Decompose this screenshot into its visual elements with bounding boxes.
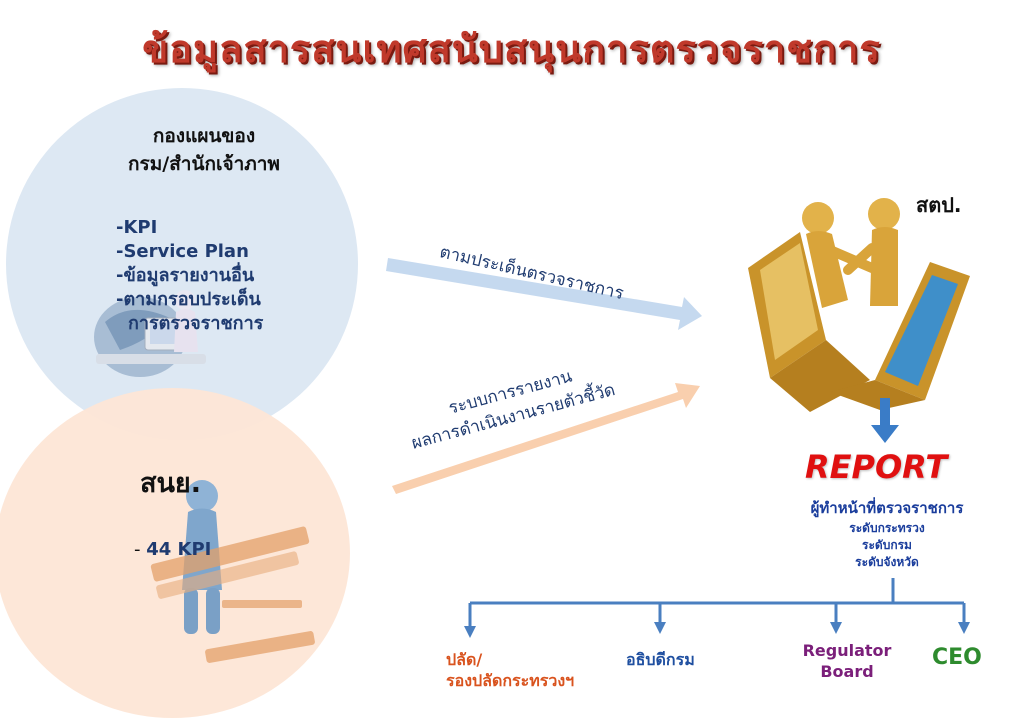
top-heading-line1: กองแผนของ [152, 125, 256, 147]
top-arrow [386, 258, 702, 330]
target-regulator-board: Regulator Board [800, 640, 894, 682]
person-information-illustration [150, 480, 315, 663]
top-heading-line2: กรม/สำนักเจ้าภาพ [128, 153, 280, 175]
target-ps-line1: ปลัด/ [446, 650, 483, 669]
golden-figures-laptops-illustration [748, 198, 970, 412]
target-director-general: อธิบดีกรม [626, 650, 695, 669]
office-label: สตป. [916, 193, 962, 217]
arrowhead-ps [464, 626, 476, 638]
report-title: REPORT [805, 448, 948, 486]
list-item: -ตามกรอบประเด็น [116, 289, 261, 310]
top-circle [6, 88, 358, 440]
globe-user-illustration [94, 290, 206, 377]
target-ps-line2: รองปลัดกระทรวงฯ [446, 671, 575, 690]
report-level: ระดับกรม [862, 538, 912, 552]
top-circle-heading: กองแผนของ กรม/สำนักเจ้าภาพ [84, 122, 324, 178]
target-rb-line1: Regulator [802, 641, 892, 660]
list-item: -KPI [116, 217, 158, 238]
down-arrow [871, 398, 899, 443]
bottom-circle-heading: สนย. [140, 468, 202, 499]
report-subtitle: ผู้ทำหน้าที่ตรวจราชการ [810, 499, 964, 517]
report-level: ระดับจังหวัด [855, 555, 919, 569]
item-text: 44 KPI [146, 539, 212, 560]
arrowhead-rb [830, 622, 842, 634]
page-title: ข้อมูลสารสนเทศสนับสนุนการตรวจราชการ [142, 27, 881, 71]
arrowhead-dg [654, 622, 666, 634]
report-subtitle-block: ผู้ทำหน้าที่ตรวจราชการ ระดับกระทรวง ระดั… [782, 496, 992, 571]
target-rb-line2: Board [820, 662, 874, 681]
distribution-connector [468, 578, 966, 628]
top-circle-list: -KPI -Service Plan -ข้อมูลรายงานอื่น -ตา… [116, 216, 336, 336]
item-dash: - [134, 539, 147, 560]
target-ceo: CEO [932, 645, 982, 670]
list-item: การตรวจราชการ [128, 313, 264, 334]
arrowhead-ceo [958, 622, 970, 634]
target-permanent-secretary: ปลัด/ รองปลัดกระทรวงฯ [446, 649, 574, 691]
bottom-arrow [392, 383, 700, 494]
list-item: -Service Plan [116, 241, 249, 262]
bottom-circle-item: - 44 KPI [134, 539, 211, 560]
report-level: ระดับกระทรวง [849, 521, 925, 535]
list-item: -ข้อมูลรายงานอื่น [116, 265, 255, 286]
